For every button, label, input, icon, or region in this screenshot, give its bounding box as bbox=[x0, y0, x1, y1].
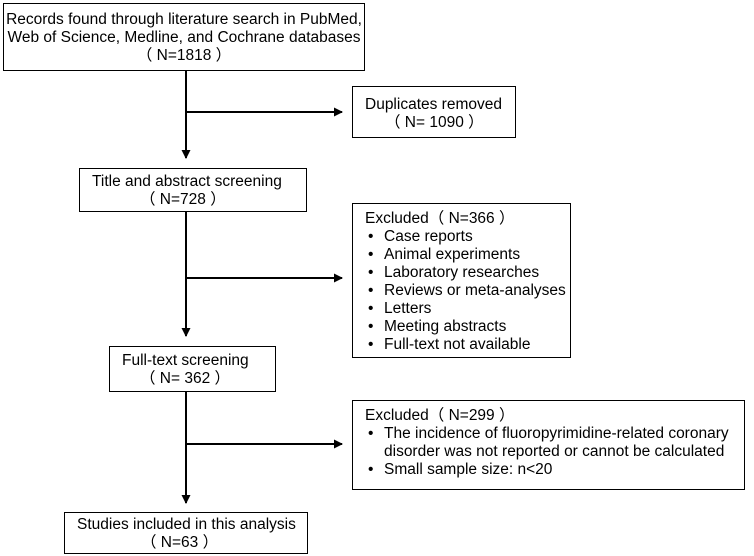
list-item: •Small sample size: n<20 bbox=[368, 461, 553, 478]
included-label: Studies included in this analysis bbox=[77, 516, 296, 533]
records-found-box: Records found through literature search … bbox=[3, 3, 365, 71]
studies-included-box: Studies included in this analysis （ N=63… bbox=[64, 512, 308, 554]
excluded-2-heading: Excluded（ N=299 ） bbox=[365, 407, 515, 424]
excluded-box-2: Excluded（ N=299 ） •The incidence of fluo… bbox=[352, 400, 745, 490]
title-abstract-screening-box: Title and abstract screening （ N=728 ） bbox=[79, 168, 307, 212]
included-count: （ N=63 ） bbox=[141, 534, 219, 551]
list-item: •Full-text not available bbox=[368, 336, 531, 353]
duplicates-removed-box: Duplicates removed （ N= 1090 ） bbox=[352, 86, 516, 138]
list-item: •Case reports bbox=[368, 228, 473, 245]
excluded-1-heading: Excluded（ N=366 ） bbox=[365, 210, 515, 227]
list-item: •Reviews or meta-analyses bbox=[368, 282, 566, 299]
title-screening-count: （ N=728 ） bbox=[140, 191, 226, 208]
excluded-1-list: •Case reports •Animal experiments •Labor… bbox=[365, 228, 570, 354]
records-line-2: Web of Science, Medline, and Cochrane da… bbox=[7, 29, 361, 46]
list-item: •Letters bbox=[368, 300, 432, 317]
duplicates-count: （ N= 1090 ） bbox=[385, 114, 484, 131]
fulltext-screening-box: Full-text screening （ N= 362 ） bbox=[109, 346, 276, 392]
fulltext-screening-label: Full-text screening bbox=[122, 352, 249, 369]
records-count: （ N=1818 ） bbox=[136, 47, 232, 64]
records-line-1: Records found through literature search … bbox=[6, 11, 362, 28]
list-item-continuation: disorder was not reported or cannot be c… bbox=[384, 443, 725, 460]
excluded-2-list: •The incidence of fluoropyrimidine-relat… bbox=[365, 425, 744, 479]
list-item: •Meeting abstracts bbox=[368, 318, 507, 335]
excluded-box-1: Excluded（ N=366 ） •Case reports •Animal … bbox=[352, 203, 571, 358]
list-item: •Animal experiments bbox=[368, 246, 521, 263]
list-item: •The incidence of fluoropyrimidine-relat… bbox=[368, 425, 729, 442]
list-item: •Laboratory researches bbox=[368, 264, 540, 281]
title-screening-label: Title and abstract screening bbox=[92, 173, 282, 190]
fulltext-screening-count: （ N= 362 ） bbox=[140, 370, 231, 387]
duplicates-label: Duplicates removed bbox=[365, 96, 502, 113]
